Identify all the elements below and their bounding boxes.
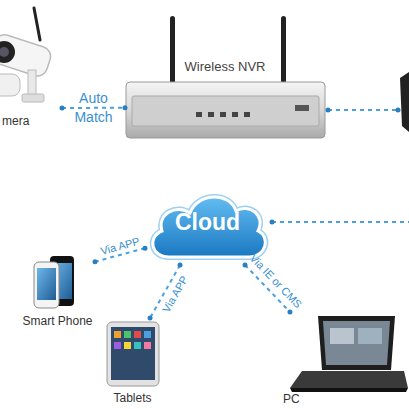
laptop-screen xyxy=(323,321,390,365)
tablet-icon xyxy=(144,342,151,349)
nvr-node: Wireless NVR xyxy=(125,55,325,143)
node-label: mera xyxy=(2,114,29,128)
monitor-edge xyxy=(400,72,409,132)
camera-body xyxy=(0,32,53,78)
phone-body xyxy=(34,262,59,308)
laptop-window xyxy=(358,328,382,344)
nvr-antenna xyxy=(281,16,286,84)
connector-dot xyxy=(143,246,148,251)
nvr-device xyxy=(126,82,325,138)
laptop-base xyxy=(290,371,408,388)
connector-dot xyxy=(243,263,248,268)
phone-screen xyxy=(37,268,56,300)
tablet-body xyxy=(107,322,159,386)
wire-dot xyxy=(396,108,401,113)
camera-base xyxy=(22,94,44,102)
edge-label: Auto Match xyxy=(70,89,118,127)
tablet-icon xyxy=(144,331,151,338)
laptop-screen-frame xyxy=(318,316,395,370)
connector-dot xyxy=(178,263,183,268)
edge-label: Via APP xyxy=(99,235,141,257)
edge-label: Via APP xyxy=(160,273,190,314)
cloud-node: Cloud xyxy=(145,185,270,265)
nvr-antenna xyxy=(170,16,175,84)
tablet-icon xyxy=(114,331,121,338)
connector-dot xyxy=(93,259,98,264)
nvr-button xyxy=(220,112,226,117)
tablet-icon xyxy=(124,342,131,349)
nvr-button xyxy=(232,112,238,117)
camera-antenna xyxy=(34,8,40,40)
device-node: PC xyxy=(275,312,405,407)
monitor-wire xyxy=(328,109,398,111)
nvr-front-panel xyxy=(132,96,319,126)
connector-dot xyxy=(287,310,292,315)
node-label: Cloud xyxy=(145,209,270,236)
device-node: Smart Phone xyxy=(20,250,95,328)
camera-mount xyxy=(28,70,36,96)
nvr-button xyxy=(196,112,202,117)
tablet-screen xyxy=(111,327,155,380)
node-label: Smart Phone xyxy=(20,314,95,328)
tablet-icon xyxy=(134,342,141,349)
laptop-base-edge xyxy=(290,388,408,392)
connector-dot xyxy=(148,316,153,321)
edge-label: Via IE or CMS xyxy=(248,251,305,310)
connector-dot xyxy=(123,105,128,110)
connector-dot xyxy=(60,105,65,110)
tablet-icon xyxy=(124,331,131,338)
nvr-button xyxy=(208,112,214,117)
node-label: Tablets xyxy=(100,391,165,405)
node-label: PC xyxy=(283,392,300,406)
connector-line xyxy=(62,107,125,109)
wire-dot xyxy=(326,108,331,113)
wire-dot xyxy=(270,220,275,225)
node-label: Wireless NVR xyxy=(125,59,325,74)
camera-lens-inner xyxy=(0,47,9,57)
cloud-wire xyxy=(272,221,409,223)
tablet-icon xyxy=(134,331,141,338)
laptop-window xyxy=(330,328,354,344)
tablet-icon xyxy=(114,342,121,349)
device-node: Tablets xyxy=(100,318,165,406)
nvr-button xyxy=(244,112,250,117)
camera-body-second xyxy=(0,74,20,96)
camera-lens xyxy=(0,41,15,63)
nvr-usb-port xyxy=(295,105,309,111)
camera-node: mera xyxy=(0,10,62,128)
